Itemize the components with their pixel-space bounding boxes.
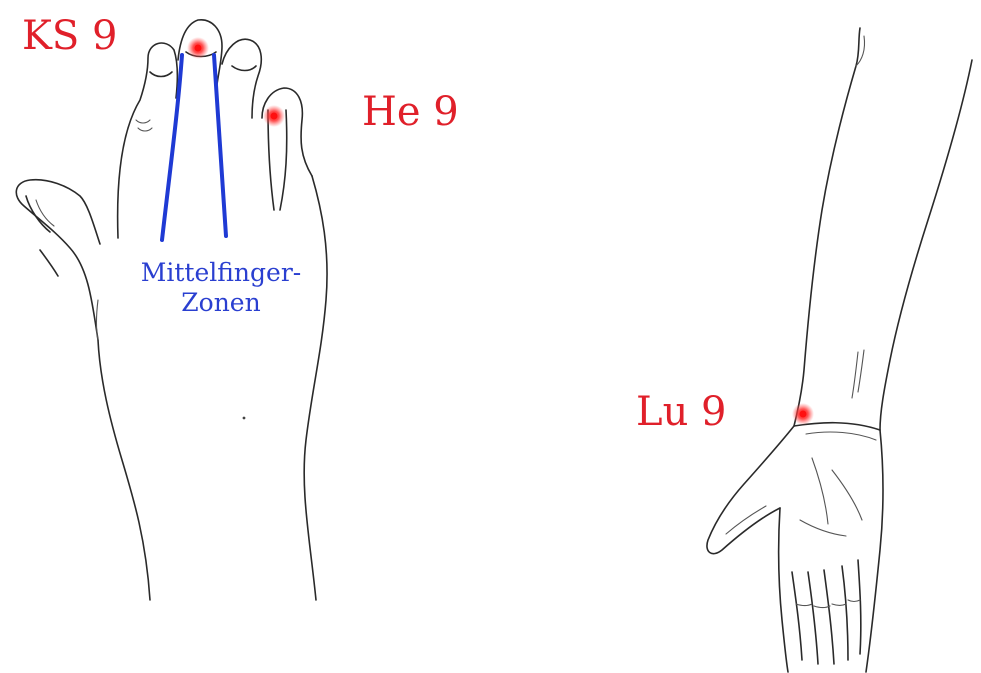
zone-line-left <box>162 55 182 240</box>
zones-label-line2: Zonen <box>108 288 334 318</box>
right-arm-drawing <box>707 28 972 672</box>
middle-finger-zones-label: Mittelfinger- Zonen <box>108 258 334 318</box>
point-label-ks9: KS 9 <box>22 16 117 56</box>
point-label-lu9: Lu 9 <box>636 392 727 432</box>
zone-line-right <box>214 55 226 236</box>
zones-label-line1: Mittelfinger- <box>108 258 334 288</box>
middle-finger-zone-lines <box>162 55 226 240</box>
acupoint-dots <box>187 37 814 425</box>
point-label-he9: He 9 <box>362 92 459 132</box>
